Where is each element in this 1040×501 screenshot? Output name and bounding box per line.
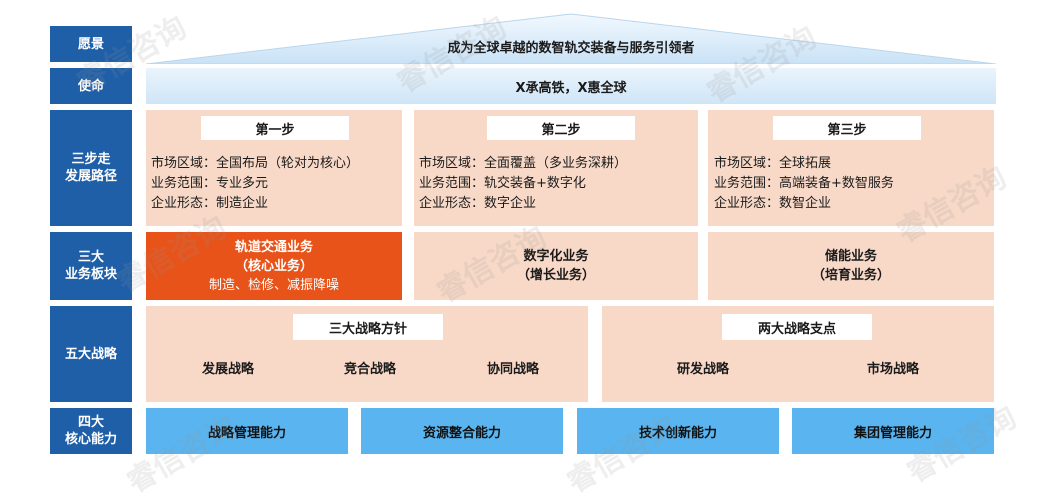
mission-bar: X承高铁，X惠全球 <box>146 68 996 104</box>
strategy-item: 竞合战略 <box>343 362 396 377</box>
step-details: 市场区域：全国布局（轮对为核心） 业务范围：专业多元 企业形态：制造企业 <box>151 154 399 214</box>
step-line: 市场区域：全国布局（轮对为核心） <box>151 156 360 171</box>
strategy-item: 研发战略 <box>676 362 729 377</box>
business-name: 储能业务 <box>824 249 877 264</box>
business-name: 轨道交通业务 <box>234 239 313 255</box>
step-line: 业务范围：专业多元 <box>151 176 269 191</box>
vision-roof <box>146 13 996 64</box>
step-details: 市场区域：全球拓展 业务范围：高端装备+数智服务 企业形态：数智企业 <box>714 154 990 214</box>
step-details: 市场区域：全面覆盖（多业务深耕） 业务范围：轨交装备+数字化 企业形态：数字企业 <box>419 154 695 214</box>
mission-text: X承高铁，X惠全球 <box>515 80 627 96</box>
step-line: 业务范围：轨交装备+数字化 <box>419 176 586 191</box>
label-core-capabilities: 四大核心能力 <box>50 408 132 454</box>
business-type: （核心业务） <box>234 258 313 274</box>
capability-box: 战略管理能力 <box>146 408 348 454</box>
step-line: 企业形态：制造企业 <box>151 196 269 211</box>
capability-label: 战略管理能力 <box>207 425 286 441</box>
step-line: 市场区域：全球拓展 <box>714 156 832 171</box>
business-digital: 数字化业务 （增长业务） <box>414 232 698 300</box>
label-vision: 愿景 <box>50 26 132 62</box>
business-rail-transit: 轨道交通业务 （核心业务） 制造、检修、减振降噪 <box>146 232 402 300</box>
business-type: （培育业务） <box>811 268 890 283</box>
business-name: 数字化业务 <box>523 249 589 264</box>
capability-label: 集团管理能力 <box>853 425 932 441</box>
step-title: 第一步 <box>201 116 349 140</box>
strategy-guidelines-title: 三大战略方针 <box>293 314 443 340</box>
label-development-path: 三步走发展路径 <box>50 110 132 226</box>
step-title: 第三步 <box>773 116 921 140</box>
label-mission: 使命 <box>50 68 132 104</box>
label-five-strategies: 五大战略 <box>50 306 132 402</box>
step-line: 企业形态：数字企业 <box>419 196 537 211</box>
label-business-segments: 三大业务板块 <box>50 232 132 300</box>
capability-box: 资源整合能力 <box>361 408 563 454</box>
step-title: 第二步 <box>487 116 635 140</box>
business-type: （增长业务） <box>516 268 595 283</box>
capability-label: 技术创新能力 <box>638 425 717 441</box>
capability-box: 技术创新能力 <box>577 408 779 454</box>
vision-text: 成为全球卓越的数智轨交装备与服务引领者 <box>447 41 695 56</box>
step-line: 业务范围：高端装备+数智服务 <box>714 176 894 191</box>
strategy-item: 发展战略 <box>201 362 254 377</box>
step-line: 市场区域：全面覆盖（多业务深耕） <box>419 156 628 171</box>
strategy-pivots-title: 两大战略支点 <box>722 314 872 340</box>
business-detail: 制造、检修、减振降噪 <box>208 277 339 293</box>
capability-label: 资源整合能力 <box>422 425 501 441</box>
strategy-item: 市场战略 <box>866 362 919 377</box>
capability-box: 集团管理能力 <box>792 408 994 454</box>
strategy-item: 协同战略 <box>486 362 539 377</box>
step-line: 企业形态：数智企业 <box>714 196 832 211</box>
business-energy-storage: 储能业务 （培育业务） <box>708 232 994 300</box>
